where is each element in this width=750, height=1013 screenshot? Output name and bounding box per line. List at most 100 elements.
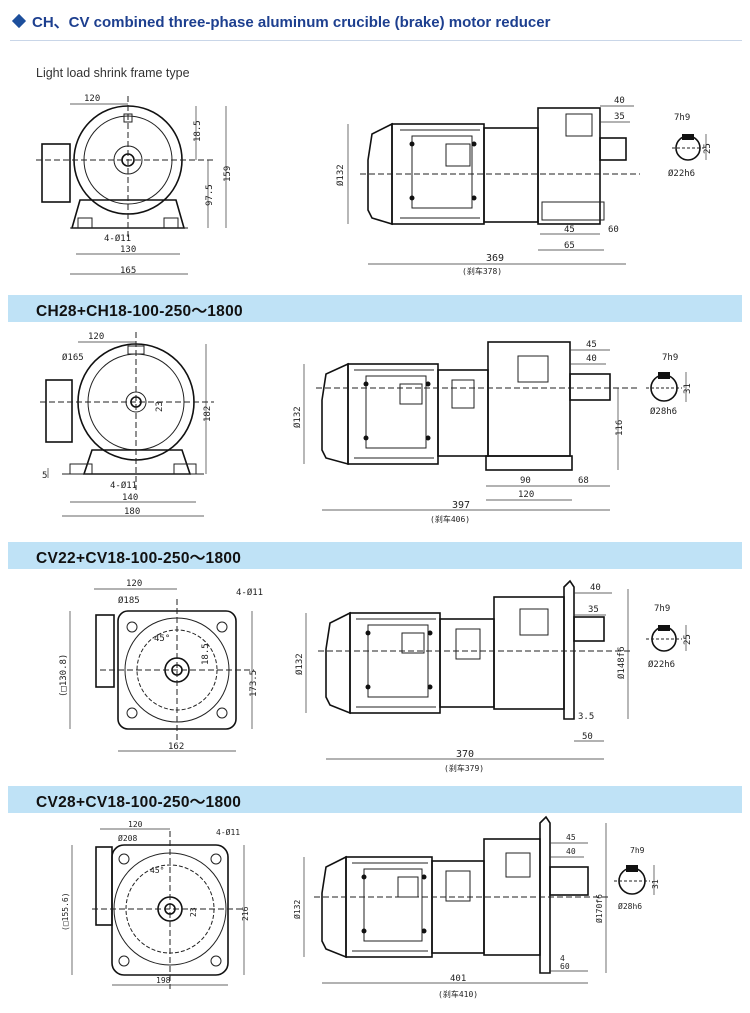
dim-top-2: 40 <box>586 354 597 364</box>
output-shaft <box>599 137 627 161</box>
dim-motor-dia: Ø132 <box>292 406 303 428</box>
dim-holes: 4-Ø11 <box>236 587 263 598</box>
dim-brake-length: (刹车410) <box>438 989 478 999</box>
output-shaft <box>573 616 605 642</box>
dim-top-1: 40 <box>590 583 601 593</box>
dim-shaft-len: 50 <box>582 732 593 742</box>
key-width: 7h9 <box>674 113 690 123</box>
drawing-section-light-load: 120 18.5 159 97.5 4-Ø11 130 165 Ø132 40 <box>36 94 713 276</box>
gear-housing <box>537 107 601 225</box>
terminal-box <box>45 379 73 443</box>
dim-center-height: 97.5 <box>205 184 215 206</box>
model-band-ch28: CH28+CH18-100-250～1800 <box>8 295 742 322</box>
dim-brake-length: (刹车406) <box>430 514 470 524</box>
shaft-dia: Ø22h6 <box>648 659 675 670</box>
dim-width-half: 120 <box>88 332 104 342</box>
dim-base-b: 65 <box>564 241 575 251</box>
reducer-adapter <box>437 369 489 457</box>
front-view: 120 Ø208 4-Ø11 45° 23 216 (□155.6) 198 <box>61 820 250 989</box>
diamond-bullet-icon <box>11 13 27 29</box>
dim-square: (□130.8) <box>59 654 69 697</box>
dim-shaft-offset: 23 <box>155 401 165 412</box>
dim-top-1: 40 <box>614 96 625 106</box>
dim-angle: 45° <box>150 866 164 875</box>
side-view: Ø132 40 35 45 65 60 369 (刹车378) <box>335 96 640 276</box>
dim-top-2: 35 <box>614 112 625 122</box>
motor-body <box>345 856 433 958</box>
dim-bolt-circle: Ø208 <box>118 833 137 843</box>
page-header: CH、CV combined three-phase aluminum cruc… <box>0 0 750 46</box>
band-label: CV22+CV18-100-250～1800 <box>36 550 242 567</box>
dim-total-height: 159 <box>223 166 233 182</box>
side-view: Ø132 45 40 116 90 120 68 397 (刹车406) <box>292 340 640 524</box>
header-divider <box>10 40 742 41</box>
motor-end-cap <box>321 362 349 466</box>
dim-base-inner: 130 <box>120 245 136 255</box>
shaft-key-section: 7h9 31 Ø28h6 <box>646 353 693 417</box>
output-shaft <box>569 373 611 401</box>
terminal-box <box>95 846 113 926</box>
dim-total-height: 182 <box>203 406 213 422</box>
motor-body <box>347 363 439 465</box>
key-width: 7h9 <box>654 604 670 614</box>
shaft-key-section: 7h9 25 Ø22h6 <box>668 113 713 179</box>
dim-motor-dia: Ø132 <box>292 900 302 919</box>
dim-total-height: 216 <box>241 906 250 921</box>
front-view: 120 18.5 159 97.5 4-Ø11 130 165 <box>36 94 233 276</box>
shaft-key-section: 7h9 31 Ø28h6 <box>614 846 660 911</box>
reducer-adapter <box>431 860 485 954</box>
dim-base-a: 90 <box>520 476 531 486</box>
dim-base-b: 120 <box>518 490 534 500</box>
side-view: Ø132 40 35 Ø148f6 3.5 50 370 (刹车379) <box>294 579 630 773</box>
dim-brake-length: (刹车379) <box>444 763 484 773</box>
key-width: 7h9 <box>630 846 645 855</box>
drawing-section-cv22: 120 Ø185 4-Ø11 45° 18.5 173.5 (□130.8) 1… <box>59 579 693 773</box>
dim-overall-length: 370 <box>456 749 474 760</box>
key-height: 25 <box>683 634 693 645</box>
dim-top-1: 45 <box>586 340 597 350</box>
model-band-cv22: CV22+CV18-100-250～1800 <box>8 542 742 569</box>
dim-width-half: 120 <box>128 820 143 829</box>
output-flange <box>539 815 551 974</box>
shaft-key-section: 7h9 25 Ø22h6 <box>646 604 693 670</box>
dim-base-c: 68 <box>578 476 589 486</box>
dim-holes: 4-Ø11 <box>104 233 131 244</box>
shaft-dia: Ø28h6 <box>618 901 642 911</box>
terminal-box <box>41 143 71 203</box>
dim-shaft-top: 18.5 <box>193 120 203 142</box>
gear-housing <box>487 341 571 457</box>
dim-width-half: 120 <box>126 579 142 589</box>
section-subtitle: Light load shrink frame type <box>36 66 190 80</box>
reducer-adapter <box>483 127 539 223</box>
dim-width: 162 <box>168 742 184 752</box>
dim-flange-thick: 3.5 <box>578 712 594 722</box>
dim-overall-length: 397 <box>452 500 470 511</box>
model-band-cv28: CV28+CV18-100-250～1800 <box>8 786 742 813</box>
dim-flange-thick: 4 <box>560 954 565 963</box>
base-plate <box>485 455 573 471</box>
shaft-dia: Ø28h6 <box>650 406 677 417</box>
page-title: CH、CV combined three-phase aluminum cruc… <box>32 14 551 31</box>
output-shaft <box>549 866 589 896</box>
dim-shaft-offset: 23 <box>189 907 198 917</box>
dim-shaft-offset: 18.5 <box>201 643 211 665</box>
front-view: 120 Ø185 4-Ø11 45° 18.5 173.5 (□130.8) 1… <box>59 579 263 752</box>
dim-flange-dia: Ø148f6 <box>616 646 627 679</box>
drawing-section-cv28: 120 Ø208 4-Ø11 45° 23 216 (□155.6) 198 Ø… <box>61 815 660 999</box>
motor-end-cap <box>325 611 351 715</box>
dim-bolt-circle: Ø185 <box>118 595 140 606</box>
dim-base-a: 45 <box>564 225 575 235</box>
dim-holes: 4-Ø11 <box>216 827 240 837</box>
dim-base-inner: 140 <box>122 493 138 503</box>
gear-housing <box>493 596 565 710</box>
dim-center-height: 116 <box>615 420 625 436</box>
dim-body-dia: Ø165 <box>62 352 84 363</box>
dim-angle: 45° <box>154 634 170 644</box>
dim-top-2: 40 <box>566 847 576 856</box>
key-width: 7h9 <box>662 353 678 363</box>
dim-base-c: 60 <box>608 225 619 235</box>
dim-flange-dia: Ø170f6 <box>594 894 604 923</box>
reducer-adapter <box>439 618 495 708</box>
dim-shaft-len: 60 <box>560 962 570 971</box>
side-view: Ø132 45 40 Ø170f6 4 60 401 (刹车410) <box>292 815 610 999</box>
